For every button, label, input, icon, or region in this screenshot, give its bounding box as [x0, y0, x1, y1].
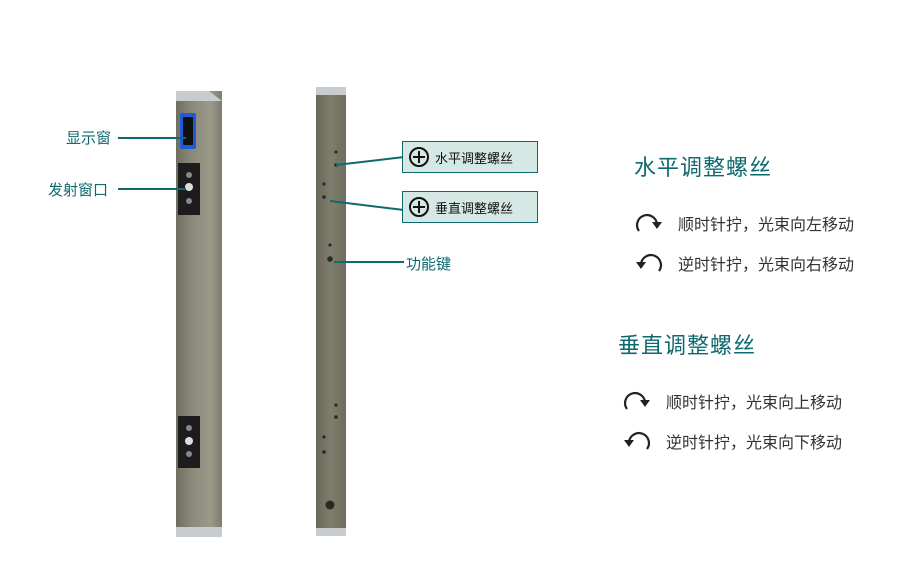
horizontal-counterclockwise-row: 逆时针拧，光束向右移动 [634, 250, 854, 276]
emit-window-label: 发射窗口 [48, 181, 109, 199]
vertical-counterclockwise-text: 逆时针拧，光束向下移动 [666, 433, 843, 452]
clockwise-arrow-icon [636, 214, 662, 232]
horizontal-clockwise-row: 顺时针拧，光束向左移动 [634, 210, 854, 236]
vertical-section-title: 垂直调整螺丝 [618, 334, 757, 359]
emitter-bar-side-graphic [316, 87, 346, 536]
emitter-bar-front [176, 91, 222, 537]
clockwise-arrow-icon [624, 392, 650, 410]
plus-circle-icon [409, 147, 429, 167]
vertical-screw-callout: 垂直调整螺丝 [402, 191, 538, 223]
vertical-clockwise-text: 顺时针拧，光束向上移动 [666, 393, 843, 412]
horizontal-counterclockwise-text: 逆时针拧，光束向右移动 [678, 255, 855, 274]
vertical-clockwise-row: 顺时针拧，光束向上移动 [622, 388, 842, 414]
emitter-bar-front-graphic [176, 91, 222, 537]
function-key-label: 功能键 [406, 255, 452, 273]
vertical-screw-callout-text: 垂直调整螺丝 [435, 201, 514, 217]
emit-window-leader [118, 188, 186, 190]
display-window-label: 显示窗 [66, 129, 112, 147]
horizontal-section-title: 水平调整螺丝 [634, 156, 773, 181]
counterclockwise-arrow-icon [636, 254, 662, 272]
emitter-bar-side [316, 87, 346, 536]
horizontal-screw-callout-text: 水平调整螺丝 [435, 151, 514, 167]
plus-circle-icon [409, 197, 429, 217]
horizontal-clockwise-text: 顺时针拧，光束向左移动 [678, 215, 855, 234]
horizontal-screw-callout: 水平调整螺丝 [402, 141, 538, 173]
leader-lines-side [330, 156, 405, 263]
counterclockwise-arrow-icon [624, 432, 650, 450]
vertical-counterclockwise-row: 逆时针拧，光束向下移动 [622, 428, 842, 454]
display-window-leader [118, 137, 186, 139]
